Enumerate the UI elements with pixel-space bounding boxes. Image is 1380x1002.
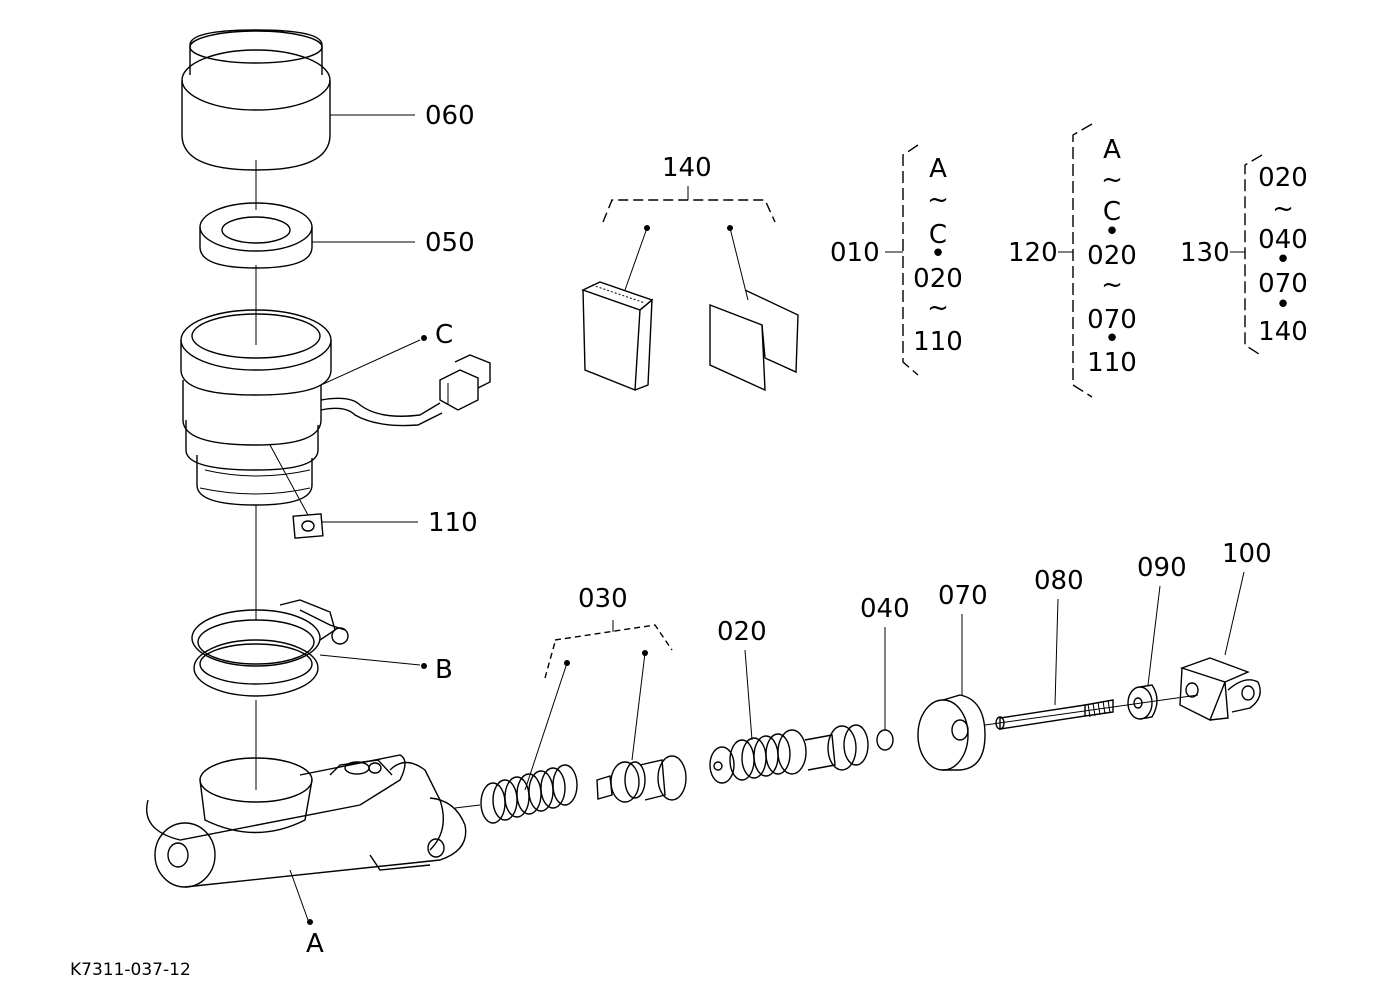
ref-dot-A (307, 919, 313, 925)
clevis-part (1179, 657, 1261, 721)
return-spring-part (480, 764, 578, 824)
dust-boot-part (917, 694, 986, 771)
group-120-item: 070 (1087, 305, 1137, 335)
group-010-item: ~ (927, 185, 949, 215)
leader-C (320, 339, 421, 386)
callout-060: 060 (425, 101, 475, 131)
group-120-item: A (1103, 135, 1121, 165)
callout-080: 080 (1034, 566, 1084, 596)
reference-C: C (435, 320, 453, 350)
bracket-140 (602, 186, 776, 223)
callout-030: 030 (578, 584, 628, 614)
reservoir-cap-part (181, 29, 331, 171)
callout-120: 120 (1008, 238, 1058, 268)
group-120-item: C (1103, 197, 1121, 227)
group-010-item: 020 (913, 264, 963, 294)
group-010-item: ~ (927, 293, 949, 323)
leader-030-piston (631, 652, 646, 761)
group-010-item: C (929, 220, 947, 250)
group-120-item: 020 (1087, 241, 1137, 271)
group-010-item: • (930, 239, 945, 269)
group-120-item: ~ (1101, 270, 1123, 300)
leader-020 (744, 649, 753, 741)
group-120-list: A ~ C • 020 ~ 070 • 110 (1087, 135, 1137, 378)
group-130-item: 040 (1258, 225, 1308, 255)
leader-090 (1147, 585, 1161, 686)
reference-A: A (306, 929, 324, 959)
grease-pack-part (581, 281, 654, 392)
group-130-item: • (1275, 290, 1290, 320)
brace-010 (902, 144, 919, 376)
primary-piston-part (596, 755, 687, 803)
group-130-item: 140 (1258, 317, 1308, 347)
push-rod-part (995, 699, 1114, 730)
ref-dot-B (421, 663, 427, 669)
leader-100 (1224, 571, 1245, 656)
leader-B (319, 654, 421, 666)
o-ring-part (876, 729, 894, 751)
seal-ring-part (199, 202, 313, 269)
axis-line-b (984, 694, 1199, 726)
leader-A (289, 869, 309, 921)
callout-070: 070 (938, 581, 988, 611)
callout-010: 010 (830, 238, 880, 268)
brace-130 (1244, 154, 1263, 357)
group-130-item: • (1275, 245, 1290, 275)
group-120-item: • (1104, 217, 1119, 247)
master-cylinder-body-part (146, 754, 467, 888)
group-130-item: ~ (1272, 194, 1294, 224)
group-130-item: 020 (1258, 163, 1308, 193)
group-130-list: 020 ~ 040 • 070 • 140 (1258, 163, 1308, 347)
group-120-item: 110 (1087, 348, 1137, 378)
label-sticker-part (269, 444, 324, 539)
reservoir-body-part (180, 309, 332, 506)
leader-030-spring (524, 662, 568, 791)
leader-080 (1054, 598, 1059, 706)
ref-dot-C (421, 335, 427, 341)
secondary-piston-part (709, 724, 869, 784)
callout-050: 050 (425, 228, 475, 258)
callout-090: 090 (1137, 553, 1187, 583)
sensor-harness-part (320, 354, 491, 427)
lock-nut-part (1127, 684, 1158, 720)
group-010-list: A ~ C • 020 ~ 110 (913, 154, 963, 357)
hose-clamp-part (191, 599, 349, 697)
callout-020: 020 (717, 617, 767, 647)
group-010-item: 110 (913, 327, 963, 357)
callout-110: 110 (428, 508, 478, 538)
brace-120 (1072, 123, 1093, 398)
group-130-item: 070 (1258, 269, 1308, 299)
leader-140-card (624, 227, 648, 291)
callout-040: 040 (860, 594, 910, 624)
group-010-item: A (929, 154, 947, 184)
callout-130: 130 (1180, 238, 1230, 268)
axis-line-a (454, 804, 481, 809)
bracket-030 (544, 620, 673, 679)
reference-B: B (435, 655, 453, 685)
group-120-item: • (1104, 324, 1119, 354)
instruction-sheet-part (709, 289, 799, 392)
callout-100: 100 (1222, 539, 1272, 569)
group-120-item: ~ (1101, 165, 1123, 195)
leader-140-sheet (729, 227, 749, 301)
figure-code: K7311-037-12 (70, 960, 191, 980)
callout-140: 140 (662, 153, 712, 183)
